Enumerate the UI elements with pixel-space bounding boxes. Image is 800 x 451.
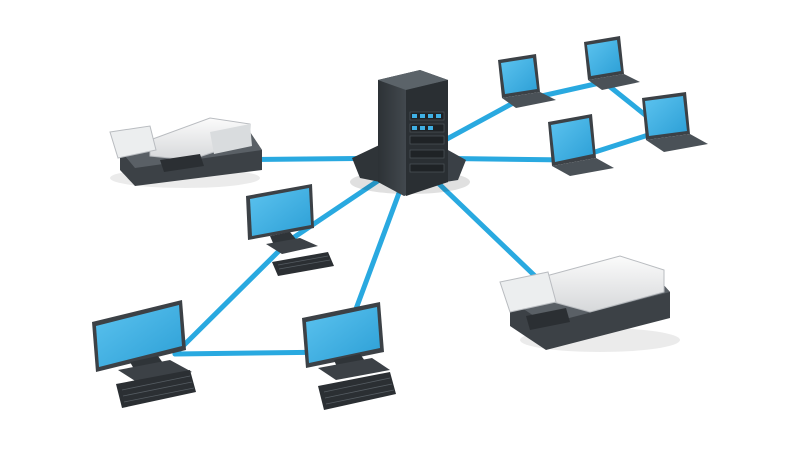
desktop-bottom-center-icon <box>302 302 396 410</box>
laptop-2-icon <box>584 36 640 90</box>
laptop-1-icon <box>498 54 556 108</box>
desktop-bottom-left-icon <box>92 300 196 408</box>
desktop-top-icon <box>246 184 334 276</box>
printer-right-icon <box>499 255 680 352</box>
server-tower-icon <box>350 70 470 196</box>
printer-left-icon <box>109 117 262 188</box>
laptop-4-icon <box>642 92 708 152</box>
laptop-3-icon <box>548 114 614 176</box>
cable-desktop-top-to-desktop-bottom-left <box>172 237 293 357</box>
